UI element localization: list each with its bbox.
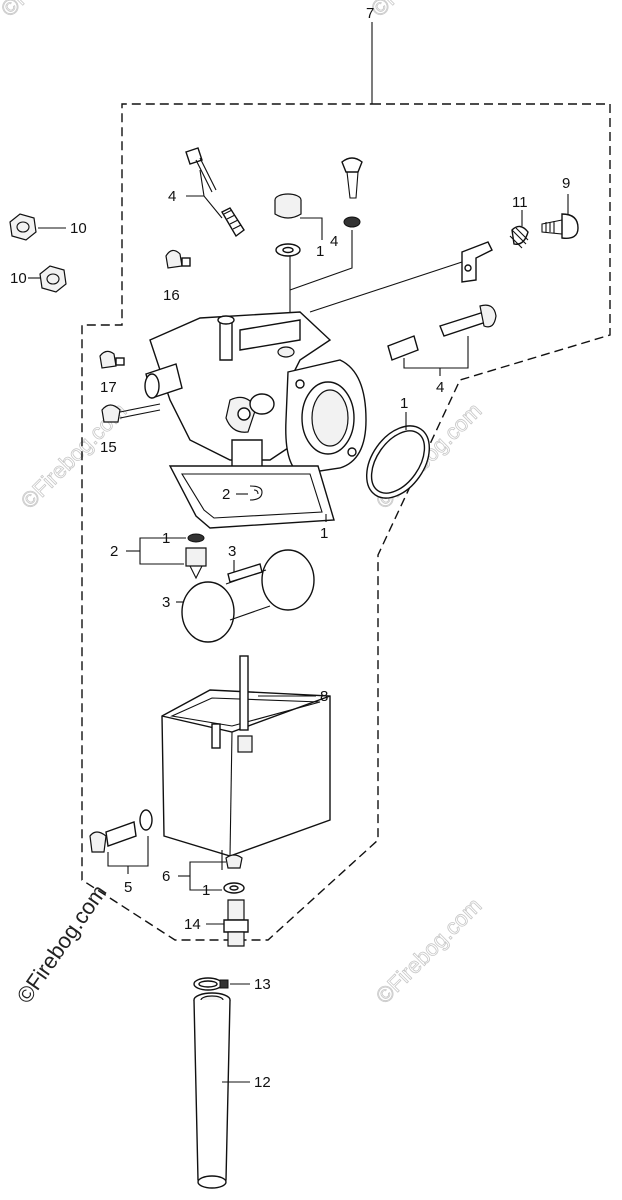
callout-6: 6 [162, 868, 170, 885]
plug-screw-top [274, 193, 302, 257]
callout-8: 8 [320, 688, 328, 705]
callout-1-ring: 1 [400, 395, 408, 412]
callout-13: 13 [254, 976, 271, 993]
callout-4-right: 4 [436, 379, 444, 396]
leader-bracket [309, 261, 463, 313]
fitting-17 [99, 350, 125, 369]
nut-10-a [9, 213, 37, 241]
throttle-stop-screw [509, 213, 579, 249]
callout-17: 17 [100, 379, 117, 396]
callout-1-drain: 1 [202, 882, 210, 899]
fuel-hose-12 [193, 992, 231, 1189]
drain-screw-5 [89, 809, 153, 853]
hose-clip-13 [193, 977, 229, 991]
callout-1-valve: 1 [162, 530, 170, 547]
callout-10-a: 10 [70, 220, 87, 237]
float-valve-2 [185, 533, 207, 580]
callout-15: 15 [100, 439, 117, 456]
watermark-left-low: ©Firebog.com [12, 880, 112, 1008]
watermark-top-left: ©Firebog.com [0, 0, 111, 22]
clip-2 [249, 485, 263, 501]
throttle-bracket [461, 241, 493, 283]
callout-11: 11 [512, 194, 528, 211]
assembly-boundary [81, 103, 611, 941]
fitting-14 [223, 899, 249, 947]
bolt-6 [223, 854, 245, 894]
callout-16: 16 [163, 287, 180, 304]
float-chamber-gasket [168, 465, 335, 529]
callout-9: 9 [562, 175, 570, 192]
fitting-16 [165, 249, 191, 269]
carburetor-body [144, 311, 367, 475]
callout-3-pin: 3 [228, 543, 236, 560]
callout-12: 12 [254, 1074, 271, 1091]
leader-4-right [403, 336, 469, 369]
callout-1-top: 1 [316, 243, 324, 260]
callout-5: 5 [124, 879, 132, 896]
jet-screw-mid [341, 157, 363, 228]
callout-4-mid: 4 [330, 233, 338, 250]
float-3 [181, 549, 315, 643]
o-ring-1 [365, 425, 431, 499]
leader-4-mid [289, 230, 353, 291]
callout-3-float: 3 [162, 594, 170, 611]
callout-2-clip: 2 [222, 486, 230, 503]
watermark-top-right: ©Firebog.com [366, 0, 482, 22]
nut-10-b [39, 265, 67, 293]
callout-4-top: 4 [168, 188, 176, 205]
pilot-screw-top [185, 147, 245, 238]
callout-14: 14 [184, 916, 201, 933]
float-chamber-8 [161, 655, 331, 870]
callout-7: 7 [366, 5, 374, 22]
callout-1-gasket: 1 [320, 525, 328, 542]
leader-4-top [186, 169, 223, 219]
watermark-right-low: ©Firebog.com [371, 893, 487, 1009]
screw-15 [101, 403, 161, 423]
idle-screw-right [387, 304, 497, 361]
callout-2-valve: 2 [110, 543, 118, 560]
callout-10-b: 10 [10, 270, 27, 287]
